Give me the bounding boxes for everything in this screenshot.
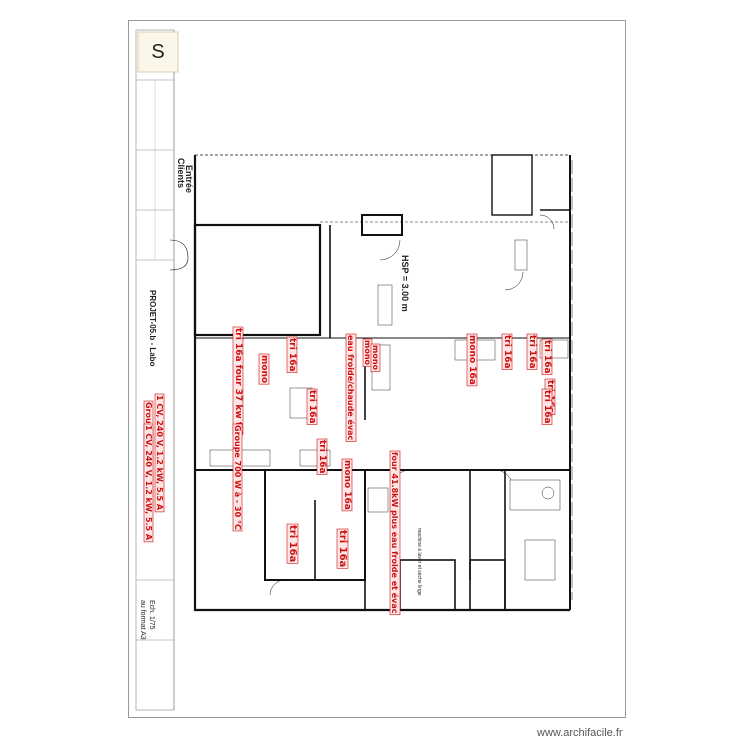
annotation-box-2 xyxy=(258,353,270,385)
scale-label: Ech. 1/75 xyxy=(148,600,155,630)
annotation-box-11 xyxy=(154,393,165,513)
annotation-20: tri 16a xyxy=(287,525,298,562)
annotation-box-14 xyxy=(316,438,328,475)
annotation-box-16 xyxy=(341,458,353,512)
annotation-box-8 xyxy=(526,333,538,370)
annotation-box-1 xyxy=(286,336,298,373)
annotation-0: tri 16a four 37 kw tri xyxy=(233,328,243,434)
title-block: S PROJET-05.b - Labo Ech. 1/75 au format… xyxy=(135,29,179,711)
annotation-12: Groupe 700 W à - 30 °C xyxy=(233,425,242,530)
annotation-18: tri 16a xyxy=(542,340,552,374)
annotation-4: mono xyxy=(363,340,372,366)
room-label-client: Clients xyxy=(176,158,186,188)
annotation-box-5 xyxy=(370,343,381,372)
room-label-entree: Entrée xyxy=(184,165,194,193)
project-title: PROJET-05.b - Labo xyxy=(148,290,157,367)
annotation-16: mono 16a xyxy=(342,460,352,510)
annotation-8: tri 16a xyxy=(527,335,537,369)
annotation-box-3 xyxy=(345,333,357,442)
walls xyxy=(169,154,573,612)
logo-mark: S xyxy=(151,41,164,63)
annotation-14: tri 16a xyxy=(317,440,327,474)
annotation-17: four 41.8kW plus eau froide et évac xyxy=(390,452,400,614)
annotation-2: mono xyxy=(259,355,269,383)
equipment xyxy=(209,239,569,581)
annotation-9: tri 16a xyxy=(307,390,317,424)
watermark: www.archifacile.fr xyxy=(537,727,623,739)
annotation-box-20 xyxy=(286,523,299,564)
annotation-13: 1 CV, 240 V, 1.2 kW, 5.5 A xyxy=(144,425,153,541)
annotation-11: 1 CV, 240 V, 1.2 kW, 5.5 A xyxy=(155,395,164,511)
hsp-label: HSP = 3.00 m xyxy=(400,255,410,312)
room-label-plonge: machine à laver et sèche linge xyxy=(416,528,422,596)
format-label: au format A3 xyxy=(139,600,146,640)
annotation-21: tri 16a xyxy=(337,530,348,567)
annotation-box-13 xyxy=(143,423,154,543)
annotation-3: eau froide/chaude évac xyxy=(346,335,356,441)
annotation-1: tri 16a xyxy=(287,338,297,372)
annotation-box-12 xyxy=(232,423,243,532)
annotation-box-7 xyxy=(501,333,513,370)
annotation-box-17 xyxy=(389,450,401,616)
annotation-5: mono xyxy=(371,345,380,371)
annotation-box-18 xyxy=(541,338,553,375)
annotation-box-6 xyxy=(466,333,478,387)
electrical-annotations: tri 16a four 37 kw tri tri 16a mono eau fro… xyxy=(143,326,556,616)
annotation-box-9 xyxy=(306,388,318,425)
annotation-19: tri 16a xyxy=(542,390,552,424)
annotation-7: tri 16a xyxy=(502,335,512,369)
logo-icon xyxy=(137,31,179,73)
annotation-box-19 xyxy=(541,388,553,425)
annotation-box-21 xyxy=(336,528,349,569)
annotation-6: mono 16a xyxy=(467,335,477,385)
